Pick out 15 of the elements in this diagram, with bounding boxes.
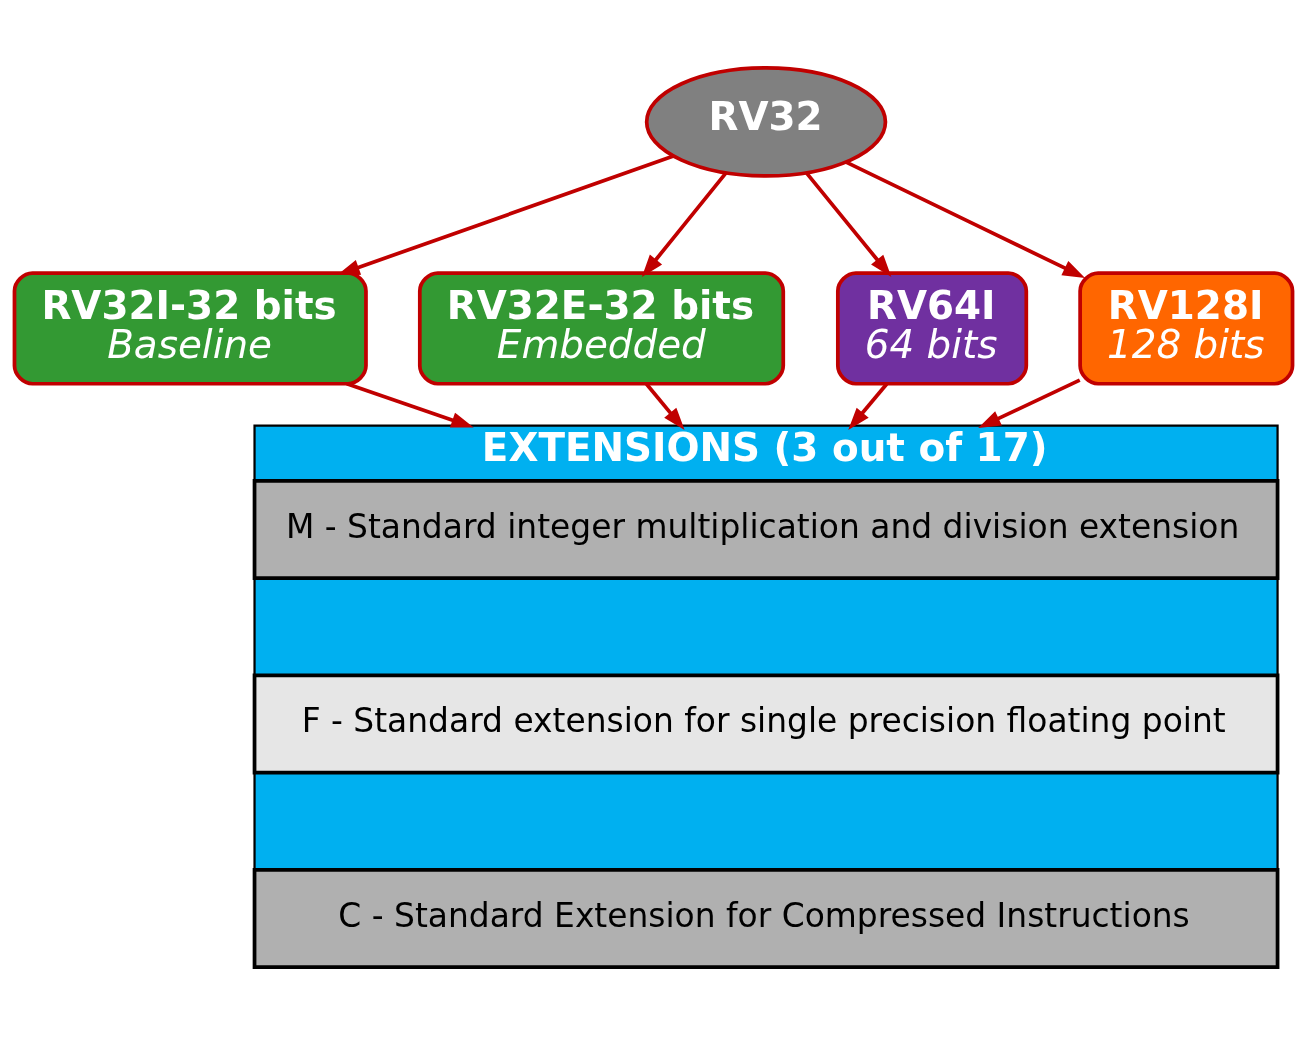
arrow xyxy=(805,171,892,277)
node-box: C - Standard Extension for Compressed Instructions xyxy=(252,867,1280,969)
node-box: F - Standard extension for single precision floating point xyxy=(252,673,1280,774)
node-ellipse: RV32 xyxy=(644,65,888,178)
node-box: RV32E-32 bits Embedded xyxy=(417,270,786,386)
arrow xyxy=(645,382,685,430)
arrow xyxy=(641,171,728,277)
node-box: M - Standard integer multiplication and division extension xyxy=(252,478,1280,580)
arrow xyxy=(346,381,474,428)
arrow xyxy=(848,382,889,430)
node-box: RV128I 128 bits xyxy=(1078,270,1295,386)
node-box: RV64I 64 bits xyxy=(835,270,1029,386)
arrow xyxy=(845,159,1086,278)
node-box: RV32I-32 bits Baseline xyxy=(12,270,368,386)
arrow xyxy=(978,377,1081,428)
